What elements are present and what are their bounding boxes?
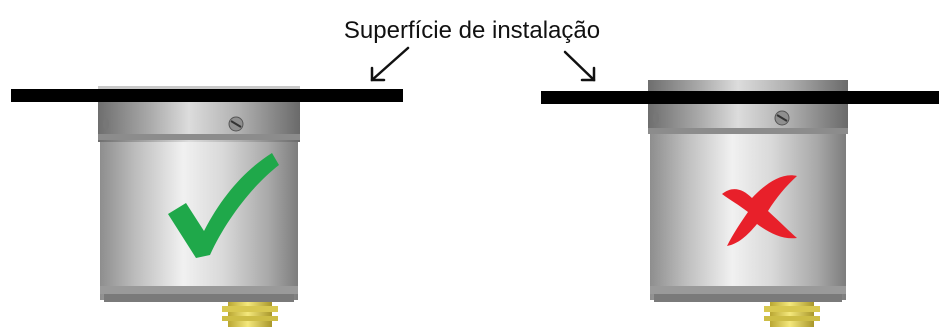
arrow-right-icon xyxy=(563,50,596,82)
arrow-left-icon xyxy=(370,46,410,82)
screw-icon xyxy=(774,110,790,126)
installation-surface xyxy=(541,91,939,104)
installation-surface-label: Superfície de instalação xyxy=(344,17,600,44)
check-icon xyxy=(168,153,279,258)
screw-icon xyxy=(653,112,659,124)
screw-icon xyxy=(103,118,109,130)
connector xyxy=(764,300,820,327)
cross-icon xyxy=(722,175,797,246)
connector xyxy=(222,300,278,327)
incorrect-mounting-example xyxy=(541,80,939,327)
installation-surface xyxy=(11,89,403,102)
correct-mounting-example xyxy=(11,86,403,327)
screw-icon xyxy=(228,116,244,132)
